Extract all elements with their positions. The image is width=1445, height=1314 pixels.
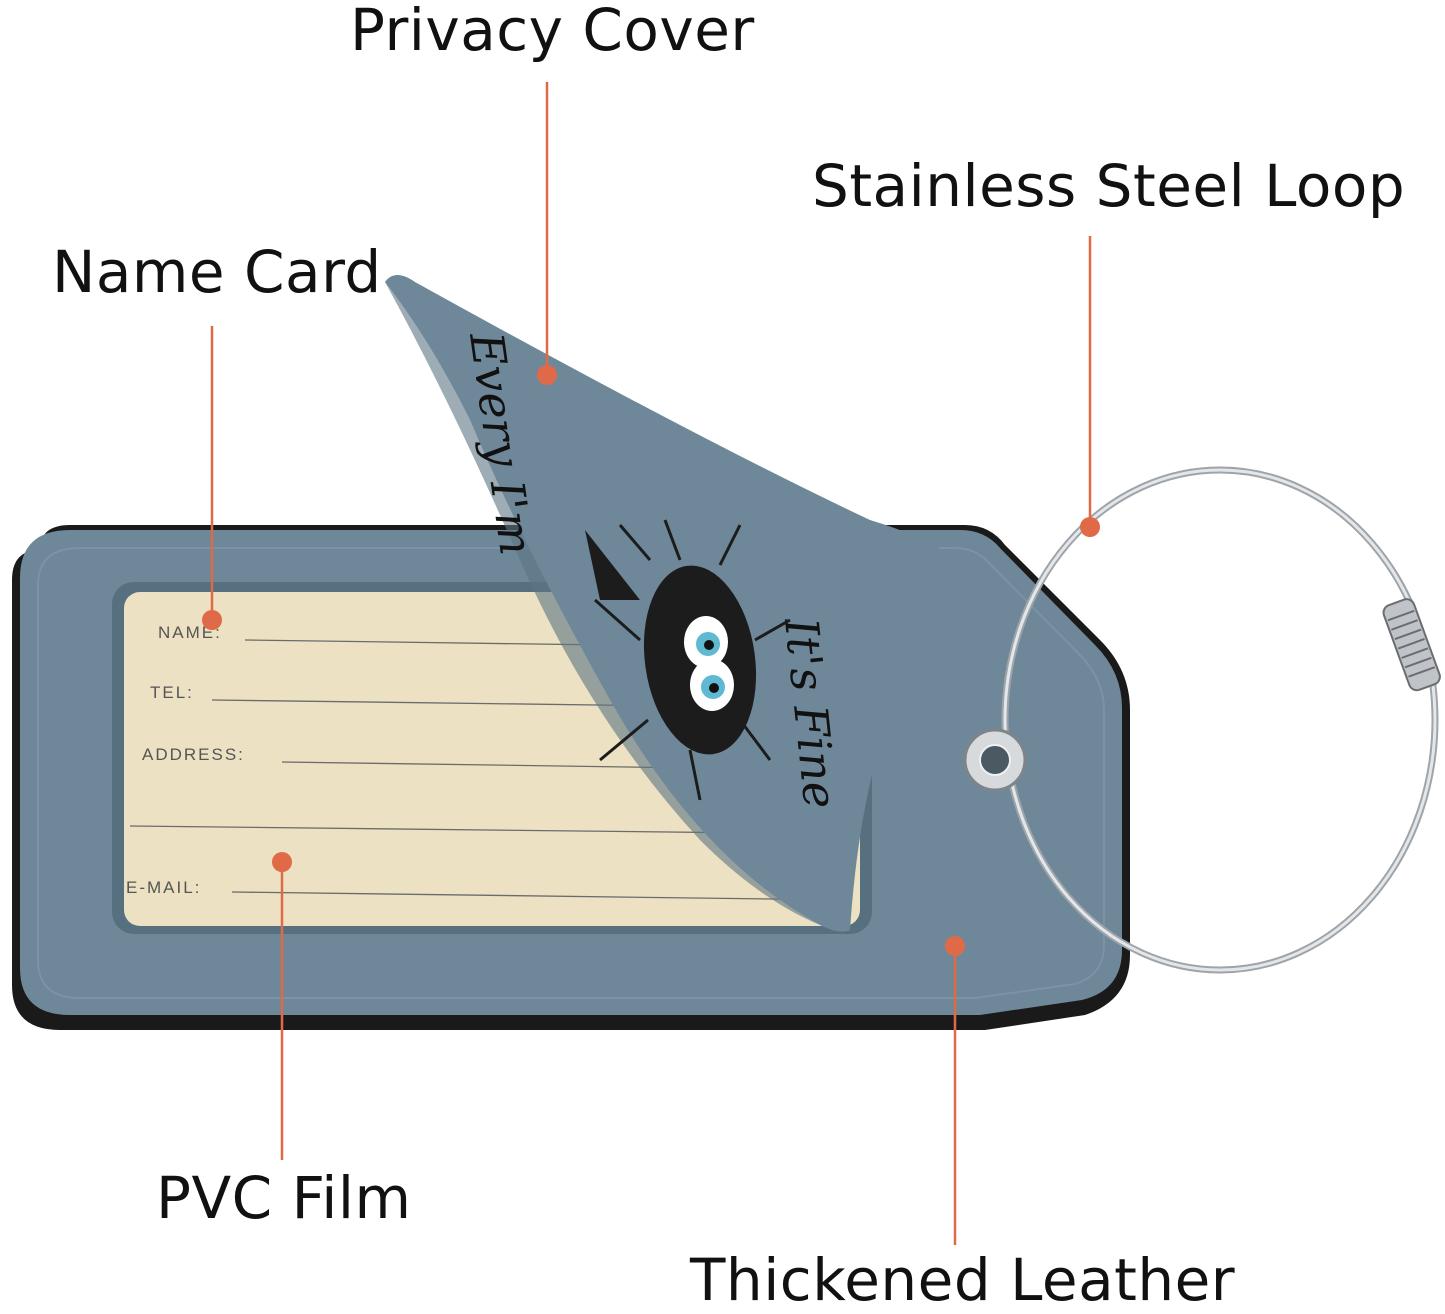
grommet-icon	[963, 728, 1027, 792]
thickened-leather-label: Thickened Leather	[690, 1246, 1236, 1314]
email-field-label: E-MAIL:	[126, 878, 201, 897]
name-card-label: Name Card	[52, 238, 382, 306]
name-card-dot	[202, 610, 222, 630]
stainless-steel-loop-label: Stainless Steel Loop	[812, 152, 1406, 220]
fuzzy-creature-icon	[585, 519, 791, 801]
pvc-film-dot	[272, 852, 292, 872]
steel-loop-dot	[1080, 517, 1100, 537]
loop-connector	[1382, 598, 1441, 692]
name-field-label: NAME:	[158, 623, 222, 642]
leather-stitch	[37, 547, 1105, 999]
privacy-cover-dot	[537, 365, 557, 385]
callout-dots	[202, 365, 1100, 956]
pvc-film-label: PVC Film	[156, 1164, 412, 1232]
address-field-label: ADDRESS:	[142, 745, 245, 764]
callout-lines	[210, 82, 1092, 1245]
stainless-steel-loop	[1001, 466, 1439, 974]
privacy-cover-shade	[385, 282, 820, 925]
tel-field-label: TEL:	[150, 683, 194, 702]
leather-dot	[945, 936, 965, 956]
privacy-cover-label: Privacy Cover	[350, 0, 755, 64]
